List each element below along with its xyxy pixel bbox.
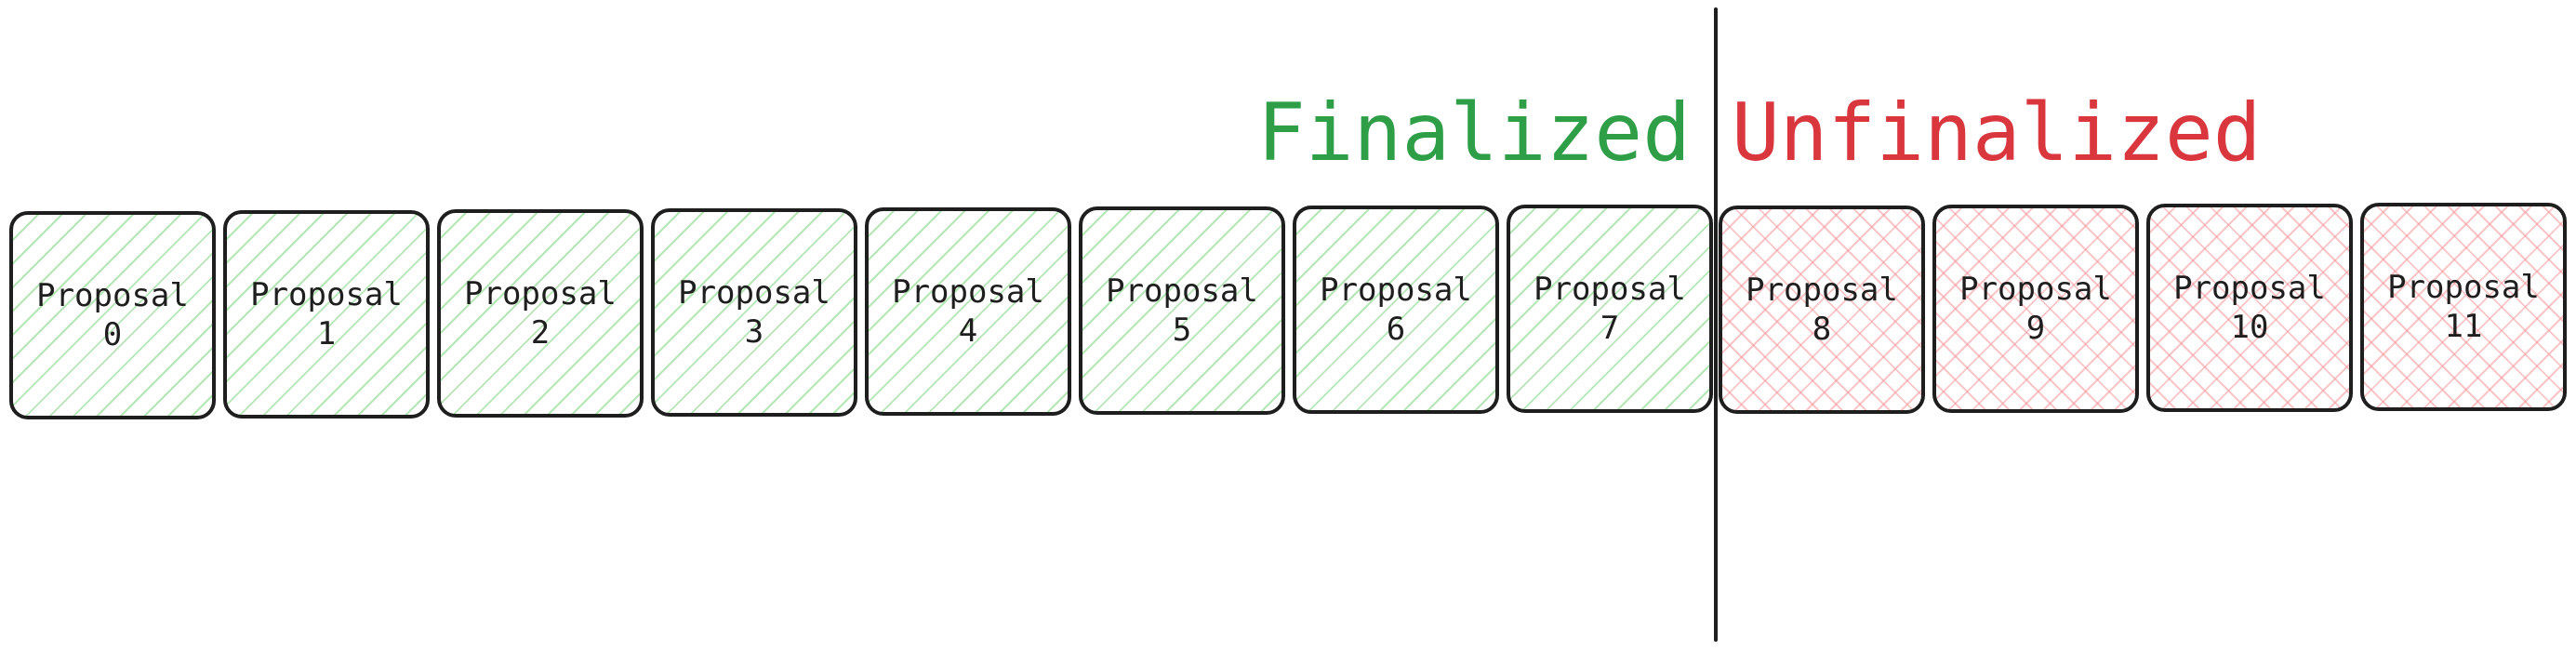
proposal-title: Proposal bbox=[892, 273, 1044, 311]
proposal-label: Proposal 1 bbox=[250, 275, 403, 353]
proposal-number: 8 bbox=[1812, 311, 1832, 348]
proposal-label: Proposal 10 bbox=[2173, 269, 2326, 347]
proposal-title: Proposal bbox=[36, 277, 189, 314]
finalized-heading: Finalized bbox=[1257, 86, 1691, 179]
proposal-box-7: Proposal 7 bbox=[1507, 205, 1713, 413]
proposal-title: Proposal bbox=[1534, 271, 1686, 308]
proposal-title: Proposal bbox=[678, 274, 830, 312]
proposal-box-0: Proposal 0 bbox=[9, 211, 216, 419]
proposal-label: Proposal 7 bbox=[1534, 270, 1686, 348]
proposal-box-1: Proposal 1 bbox=[223, 210, 430, 418]
proposal-number: 4 bbox=[958, 312, 978, 350]
proposal-box-11: Proposal 11 bbox=[2360, 203, 2567, 411]
proposal-title: Proposal bbox=[1746, 272, 1898, 309]
proposal-box-2: Proposal 2 bbox=[437, 209, 644, 418]
proposal-title: Proposal bbox=[1959, 271, 2112, 308]
unfinalized-heading: Unfinalized bbox=[1732, 86, 2262, 179]
proposal-box-5: Proposal 5 bbox=[1079, 206, 1285, 415]
proposal-title: Proposal bbox=[250, 276, 403, 313]
proposal-box-6: Proposal 6 bbox=[1293, 206, 1499, 414]
proposal-box-10: Proposal 10 bbox=[2146, 204, 2353, 412]
proposal-title: Proposal bbox=[2173, 270, 2326, 307]
proposal-title: Proposal bbox=[1106, 272, 1258, 310]
proposal-number: 7 bbox=[1600, 310, 1620, 347]
proposal-title: Proposal bbox=[2387, 269, 2540, 306]
proposal-number: 6 bbox=[1386, 311, 1406, 348]
proposal-number: 5 bbox=[1172, 312, 1192, 349]
proposal-number: 0 bbox=[102, 316, 123, 353]
proposal-label: Proposal 4 bbox=[892, 272, 1044, 351]
proposal-label: Proposal 3 bbox=[678, 273, 830, 352]
proposal-box-3: Proposal 3 bbox=[651, 208, 857, 417]
proposal-box-8: Proposal 8 bbox=[1719, 206, 1925, 414]
proposal-number: 1 bbox=[316, 315, 337, 352]
proposal-label: Proposal 9 bbox=[1959, 270, 2112, 348]
proposal-label: Proposal 6 bbox=[1320, 271, 1472, 349]
proposal-number: 2 bbox=[530, 314, 551, 352]
proposal-title: Proposal bbox=[464, 275, 617, 312]
proposal-label: Proposal 11 bbox=[2387, 268, 2540, 346]
proposal-box-9: Proposal 9 bbox=[1932, 205, 2139, 413]
proposal-number: 11 bbox=[2444, 308, 2483, 345]
finality-divider bbox=[1714, 7, 1718, 642]
proposal-label: Proposal 8 bbox=[1746, 271, 1898, 349]
proposal-label: Proposal 2 bbox=[464, 274, 617, 352]
proposal-number: 10 bbox=[2230, 309, 2269, 346]
proposal-title: Proposal bbox=[1320, 272, 1472, 309]
proposal-number: 3 bbox=[744, 313, 764, 351]
proposal-box-4: Proposal 4 bbox=[865, 207, 1071, 416]
proposal-label: Proposal 0 bbox=[36, 276, 189, 354]
proposal-label: Proposal 5 bbox=[1106, 272, 1258, 350]
proposal-number: 9 bbox=[2025, 310, 2046, 347]
